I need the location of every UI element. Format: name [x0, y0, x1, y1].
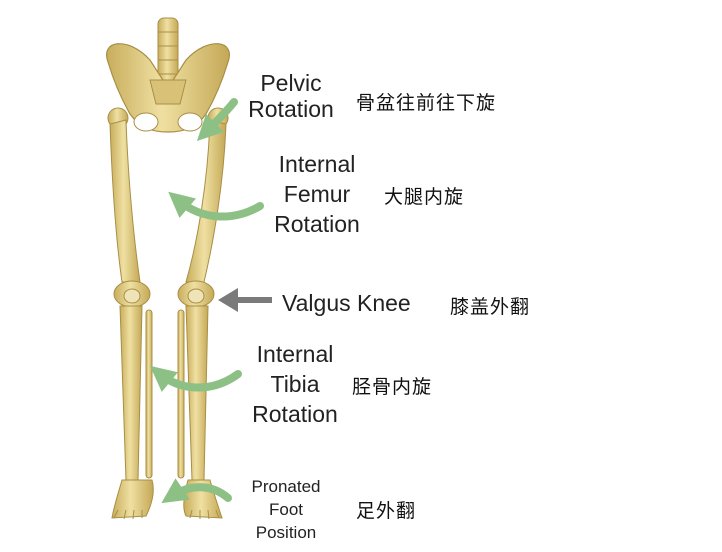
- spine: [157, 17, 179, 89]
- pelvic-rotation-label: Pelvic Rotation: [236, 70, 346, 123]
- femur-label-line-1: Internal: [278, 151, 356, 177]
- pelvic-rotation-arrow: [196, 98, 238, 142]
- tibia-label-line-2: Tibia: [270, 370, 320, 397]
- pelvic-rotation-chinese: 骨盆往前往下旋: [356, 92, 497, 114]
- valgus-knee-label-line: Valgus Knee: [282, 290, 411, 316]
- femur-rotation-chinese: 大腿内旋: [384, 186, 465, 208]
- foot-label-line-3: Position: [255, 522, 317, 542]
- femur-label-line-3: Rotation: [274, 210, 360, 237]
- femur-rotation-arrow: [168, 191, 264, 221]
- femur-left: [107, 107, 141, 283]
- pelvic-label-line-2: Rotation: [248, 96, 334, 123]
- knee-left: [113, 280, 151, 308]
- pelvis: [106, 43, 230, 133]
- tibia-left: [119, 305, 153, 481]
- femur-rotation-label: Internal Femur Rotation: [258, 150, 376, 240]
- valgus-knee-label: Valgus Knee: [282, 290, 442, 316]
- femur-label-line-2: Femur: [283, 180, 351, 207]
- tibia-label-line-3: Rotation: [252, 400, 338, 427]
- foot-position-chinese: 足外翻: [356, 500, 417, 522]
- foot-position-label: Pronated Foot Position: [240, 476, 332, 545]
- pelvic-label-line-1: Pelvic: [260, 70, 322, 96]
- tibia-rotation-arrow: [150, 365, 242, 393]
- tibia-label-line-1: Internal: [256, 341, 334, 367]
- foot-label-line-1: Pronated: [251, 477, 321, 496]
- tibia-rotation-label: Internal Tibia Rotation: [240, 340, 350, 430]
- foot-pronation-arrow: [161, 478, 232, 504]
- tibia-right: [177, 305, 209, 481]
- foot-label-line-2: Foot: [268, 499, 304, 519]
- knee-right: [177, 280, 215, 308]
- foot-left: [111, 479, 154, 520]
- tibia-rotation-chinese: 胫骨内旋: [352, 376, 433, 398]
- valgus-knee-arrow: [218, 288, 272, 312]
- valgus-knee-chinese: 膝盖外翻: [450, 296, 531, 318]
